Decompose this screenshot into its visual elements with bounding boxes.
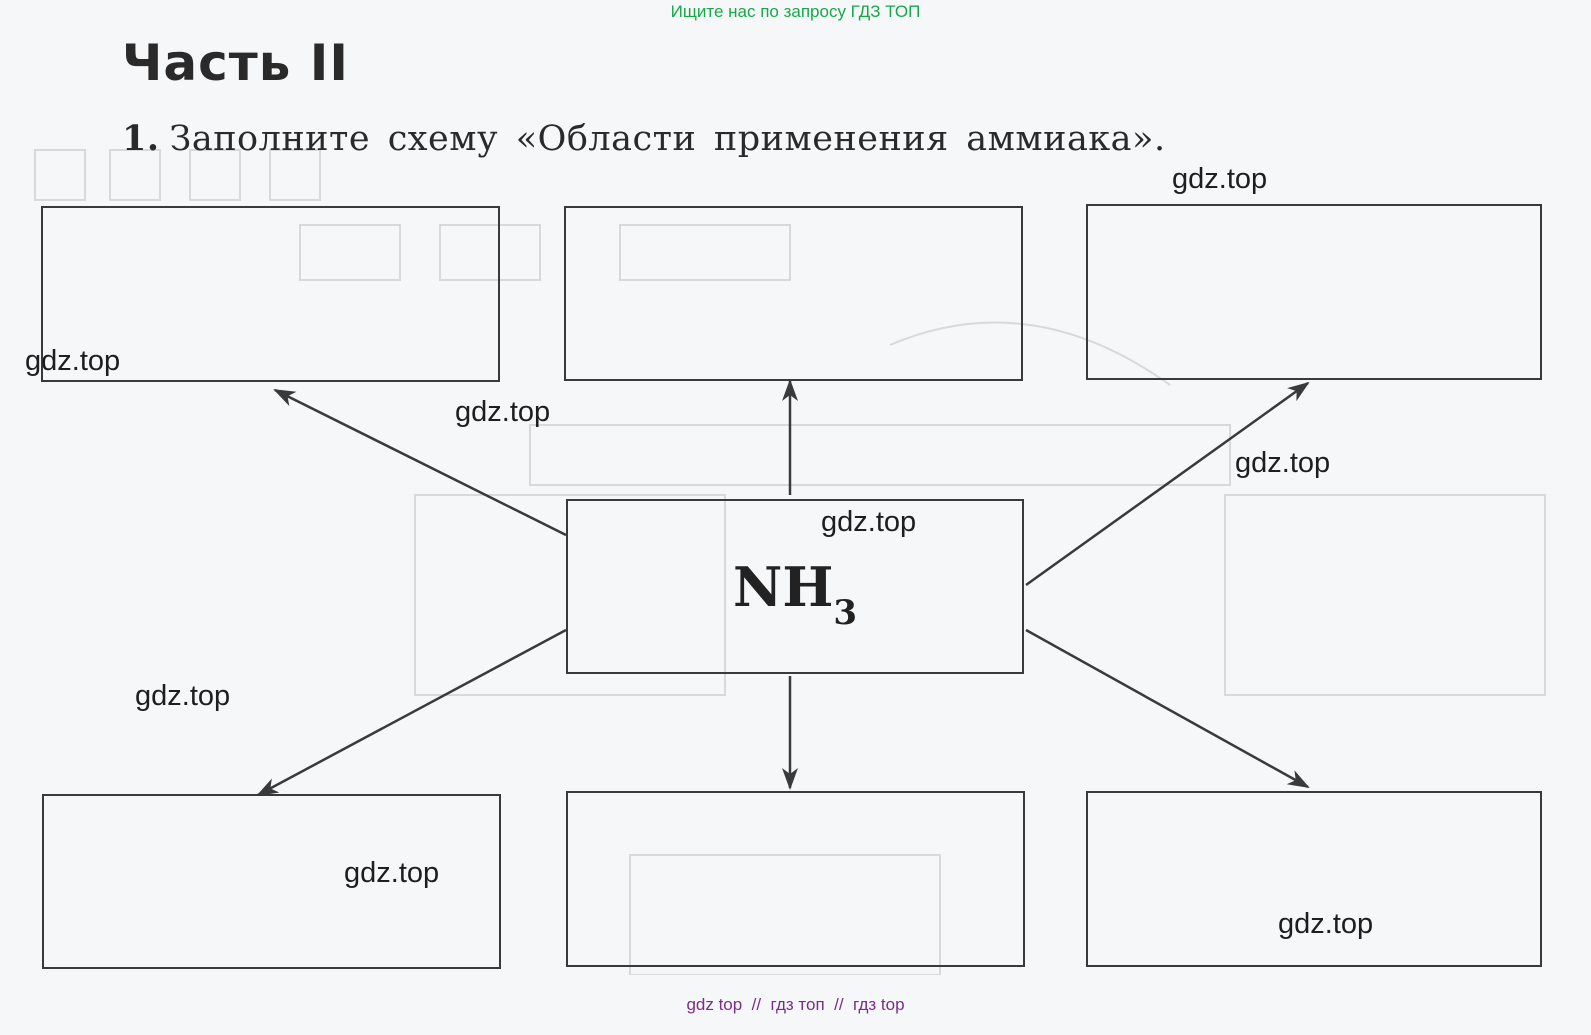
answer-box-bottom-left[interactable] bbox=[42, 794, 501, 969]
section-title: Часть II bbox=[122, 34, 349, 92]
answer-box-bottom-right[interactable] bbox=[1086, 791, 1542, 967]
answer-box-top-right[interactable] bbox=[1086, 204, 1542, 380]
task-instruction: 1.Заполните схему «Области применения ам… bbox=[122, 118, 1166, 159]
ammonia-formula: NH3 bbox=[732, 554, 857, 633]
formula-base: NH bbox=[732, 554, 834, 619]
formula-subscript: 3 bbox=[833, 592, 858, 633]
answer-box-bottom-middle[interactable] bbox=[566, 791, 1025, 967]
watermark: gdz.top bbox=[1278, 908, 1374, 940]
watermark: gdz.top bbox=[344, 857, 440, 889]
ammonia-center-box: NH3 bbox=[566, 499, 1024, 674]
answer-box-top-middle[interactable] bbox=[564, 206, 1023, 381]
watermark: gdz.top bbox=[821, 506, 917, 538]
search-hint: Ищите нас по запросу ГДЗ ТОП bbox=[670, 2, 921, 21]
footer-links[interactable]: gdz top // гдз топ // гдз top bbox=[686, 995, 905, 1014]
arrow-to-top-right bbox=[1025, 381, 1310, 587]
watermark: gdz.top bbox=[1172, 163, 1268, 195]
watermark: gdz.top bbox=[25, 345, 121, 377]
arrow-to-bottom-left bbox=[256, 628, 567, 797]
arrow-to-bottom-right bbox=[1025, 628, 1310, 789]
watermark: gdz.top bbox=[1235, 447, 1331, 479]
watermark: gdz.top bbox=[135, 680, 231, 712]
watermark: gdz.top bbox=[455, 396, 551, 428]
task-text: Заполните схему «Области применения амми… bbox=[169, 119, 1166, 159]
answer-box-top-left[interactable] bbox=[41, 206, 500, 382]
arrow-to-top-left bbox=[273, 388, 567, 537]
task-number: 1. bbox=[122, 118, 160, 159]
